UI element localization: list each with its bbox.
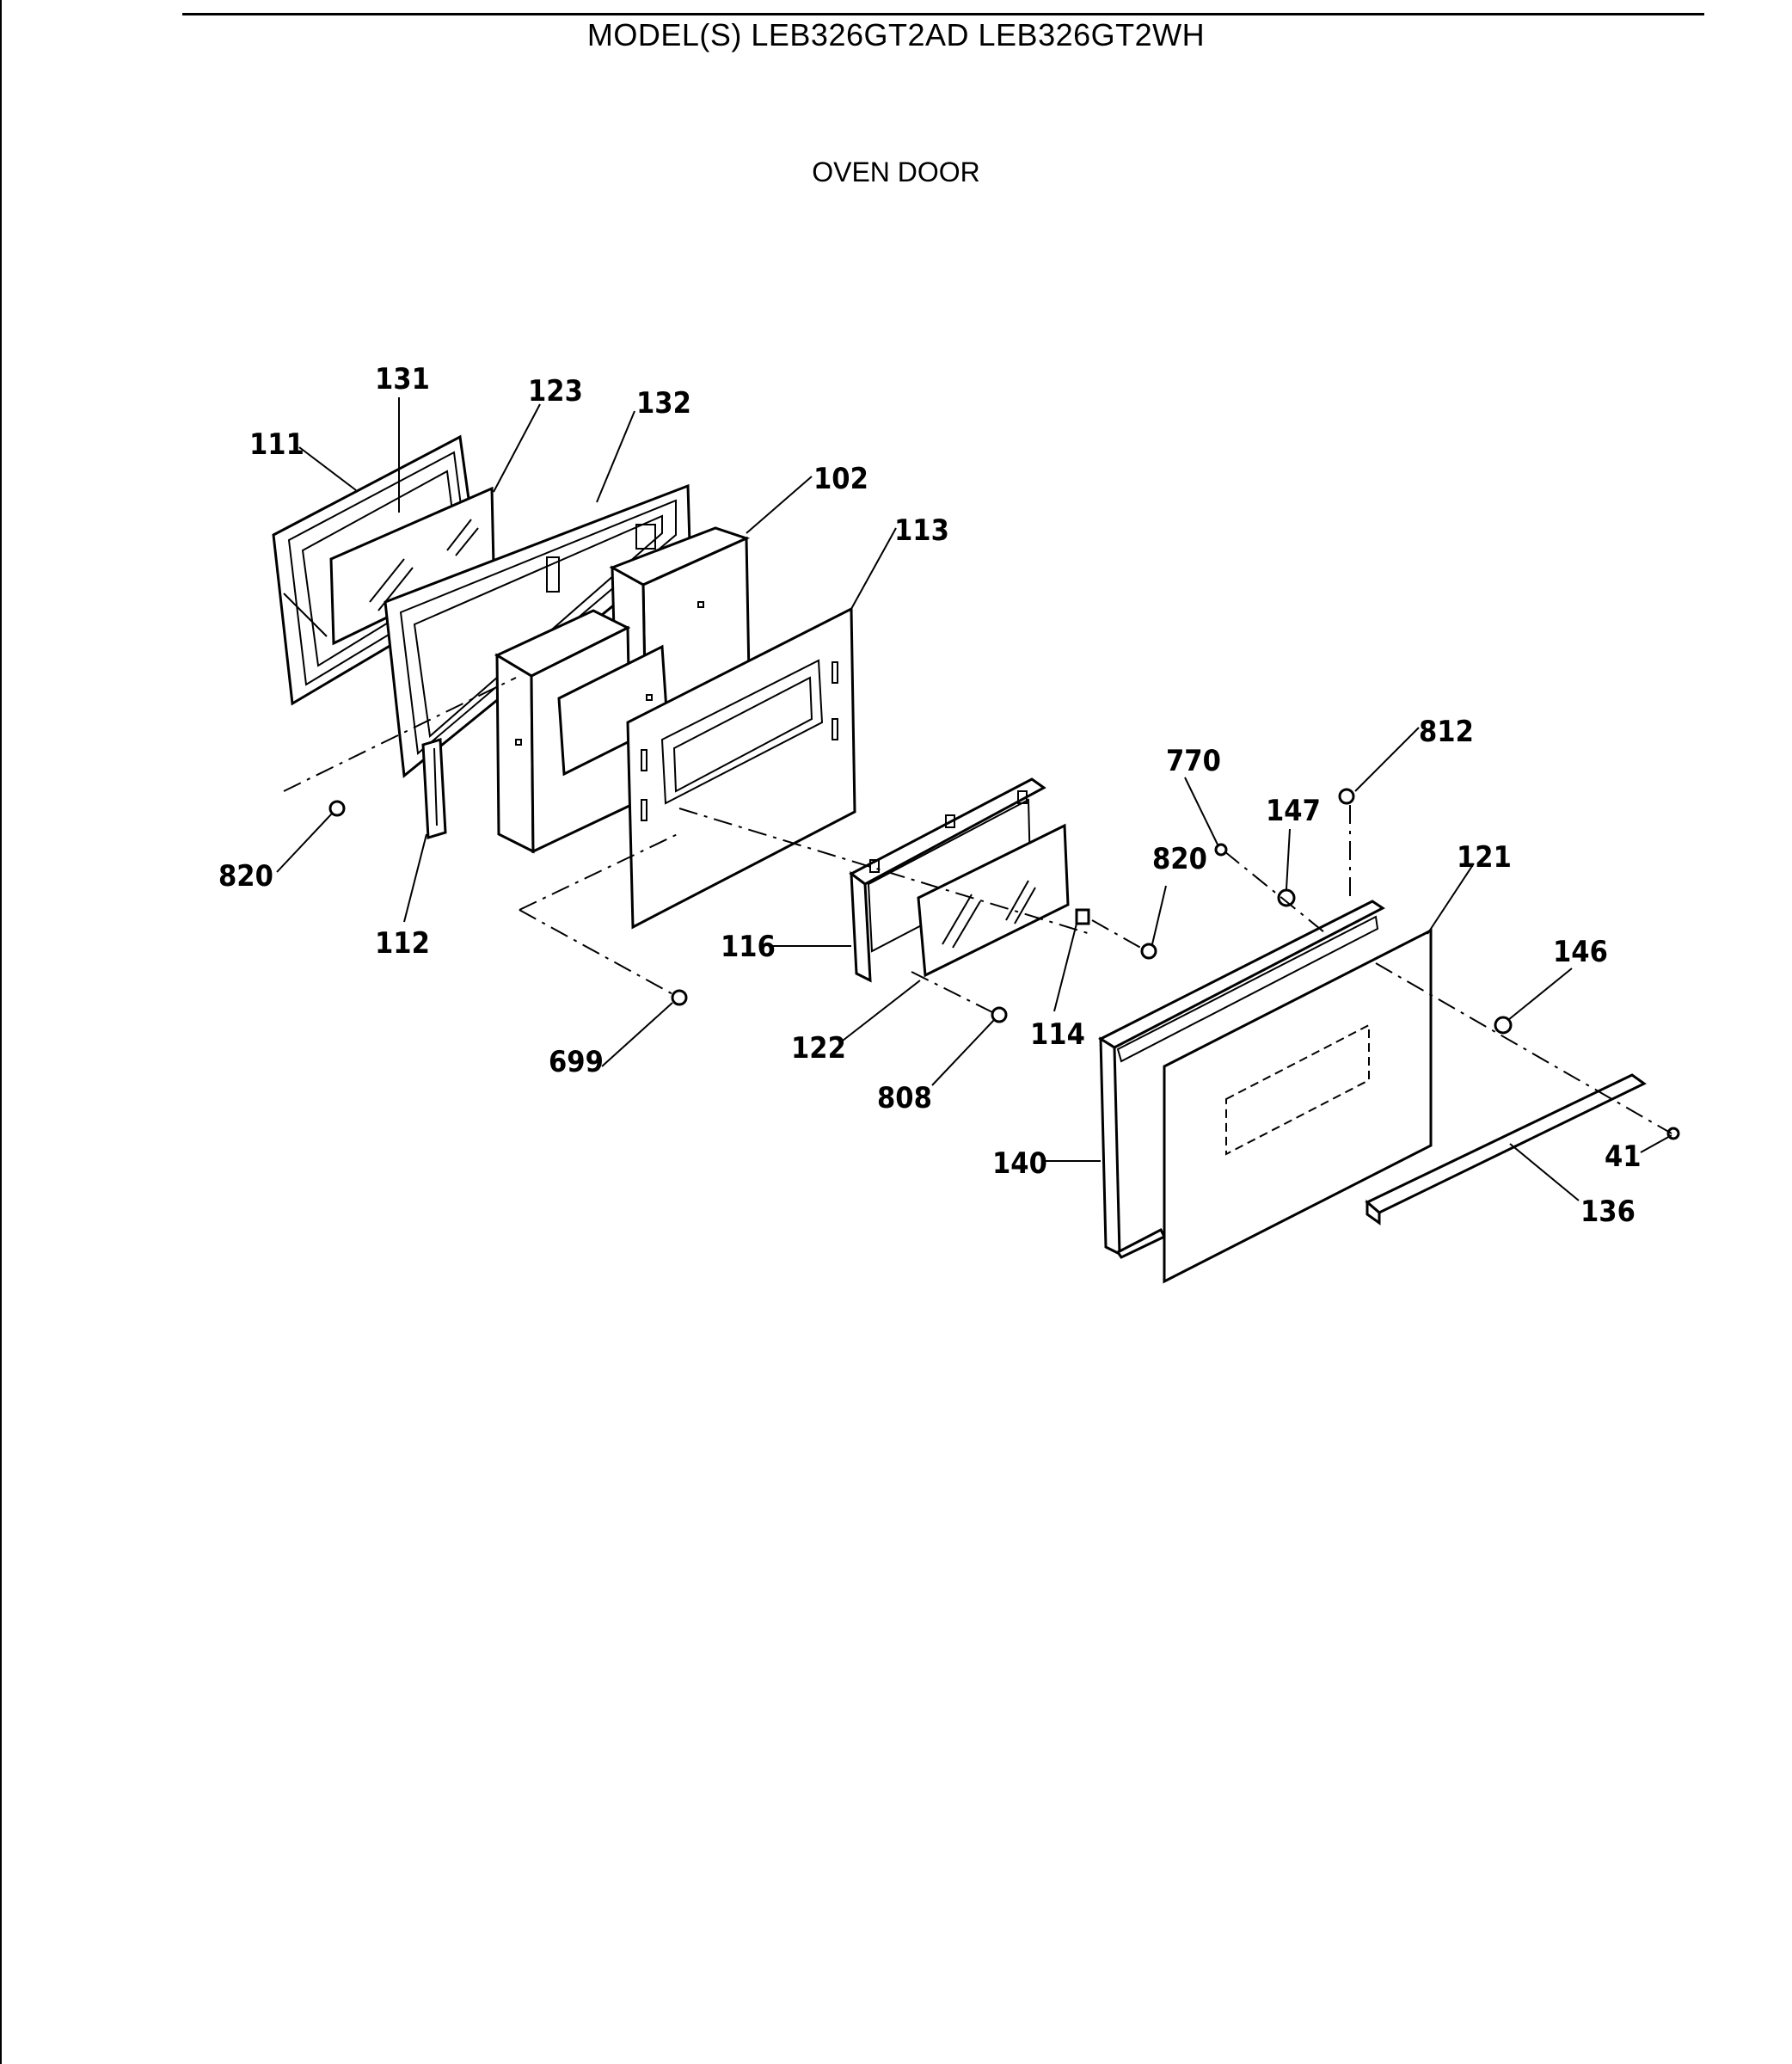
washer-147-drawing [1277,888,1296,907]
part-label-808: 808 [877,1081,932,1115]
part-label-132: 132 [636,386,691,421]
part-label-114: 114 [1030,1017,1085,1052]
part-label-122: 122 [791,1031,846,1066]
part-label-121: 121 [1457,840,1512,875]
section-title: OVEN DOOR [812,157,980,187]
part-label-812: 812 [1419,715,1474,749]
screw-820-left-drawing [328,800,346,817]
part-label-112: 112 [375,926,430,961]
screw-812-drawing [1338,788,1355,805]
part-label-820-left: 820 [218,859,273,894]
door-frame-140-drawing [1097,900,1385,1259]
part-label-770: 770 [1166,744,1221,778]
screw-808-drawing [991,1006,1008,1023]
washer-146-drawing [1494,1016,1513,1035]
assembly-lines [283,677,1672,1134]
page-title: MODEL(S) LEB326GT2AD LEB326GT2WH [586,17,1206,52]
gasket-132-drawing [384,483,691,778]
glass-122-drawing [917,823,1070,978]
part-label-116: 116 [721,930,776,964]
page-left-border [0,0,2,2064]
part-label-113: 113 [894,513,949,548]
insulation-102-drawing [494,526,752,854]
clip-114-drawing [1075,908,1090,925]
screw-699-drawing [671,989,688,1006]
part-label-820-right: 820 [1152,842,1207,876]
header-rule [182,13,1704,15]
screw-820-right-drawing [1140,943,1157,960]
part-label-41: 41 [1605,1140,1642,1174]
part-label-131: 131 [375,362,430,396]
screw-770-drawing [1214,843,1228,857]
part-label-146: 146 [1553,935,1608,969]
part-label-102: 102 [813,462,868,496]
front-glass-121-drawing [1163,928,1433,1284]
leader-lines [276,397,1672,1201]
part-label-699: 699 [549,1045,604,1079]
door-panel-113-drawing [626,606,856,930]
part-label-147: 147 [1266,794,1321,828]
trim-136-drawing [1365,1073,1647,1226]
part-label-123: 123 [528,374,583,408]
part-label-140: 140 [992,1146,1047,1181]
hinge-112-drawing [421,738,447,839]
part-label-111: 111 [249,427,304,462]
part-label-136: 136 [1580,1195,1636,1229]
